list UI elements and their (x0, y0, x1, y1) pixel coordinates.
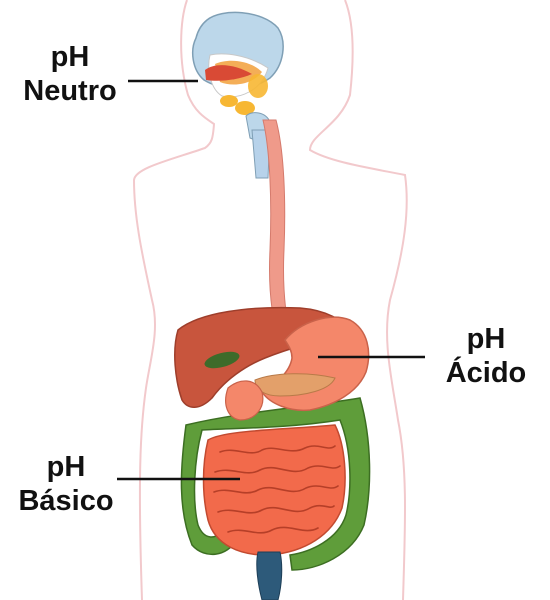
label-acid-ph: pH Ácido (436, 322, 536, 390)
pancreas (254, 373, 336, 397)
label-neutral-ph: pH Neutro (14, 40, 126, 108)
body-silhouette (132, 0, 408, 600)
gallbladder (204, 351, 240, 369)
oral-cavity (191, 11, 284, 140)
large-intestine (180, 397, 371, 571)
small-intestine (202, 424, 346, 556)
small-intestine-folds (213, 445, 341, 534)
duodenum (225, 380, 264, 421)
label-neutral-line2: Neutro (23, 75, 117, 107)
label-acid-line1: pH (466, 323, 506, 355)
trachea (251, 129, 271, 179)
label-neutral-line1: pH (50, 41, 90, 73)
label-basic-ph: pH Básico (8, 450, 124, 518)
label-basic-line2: Básico (18, 485, 114, 517)
rectum (256, 551, 283, 600)
label-basic-line1: pH (46, 451, 86, 483)
label-acid-line2: Ácido (445, 357, 527, 389)
